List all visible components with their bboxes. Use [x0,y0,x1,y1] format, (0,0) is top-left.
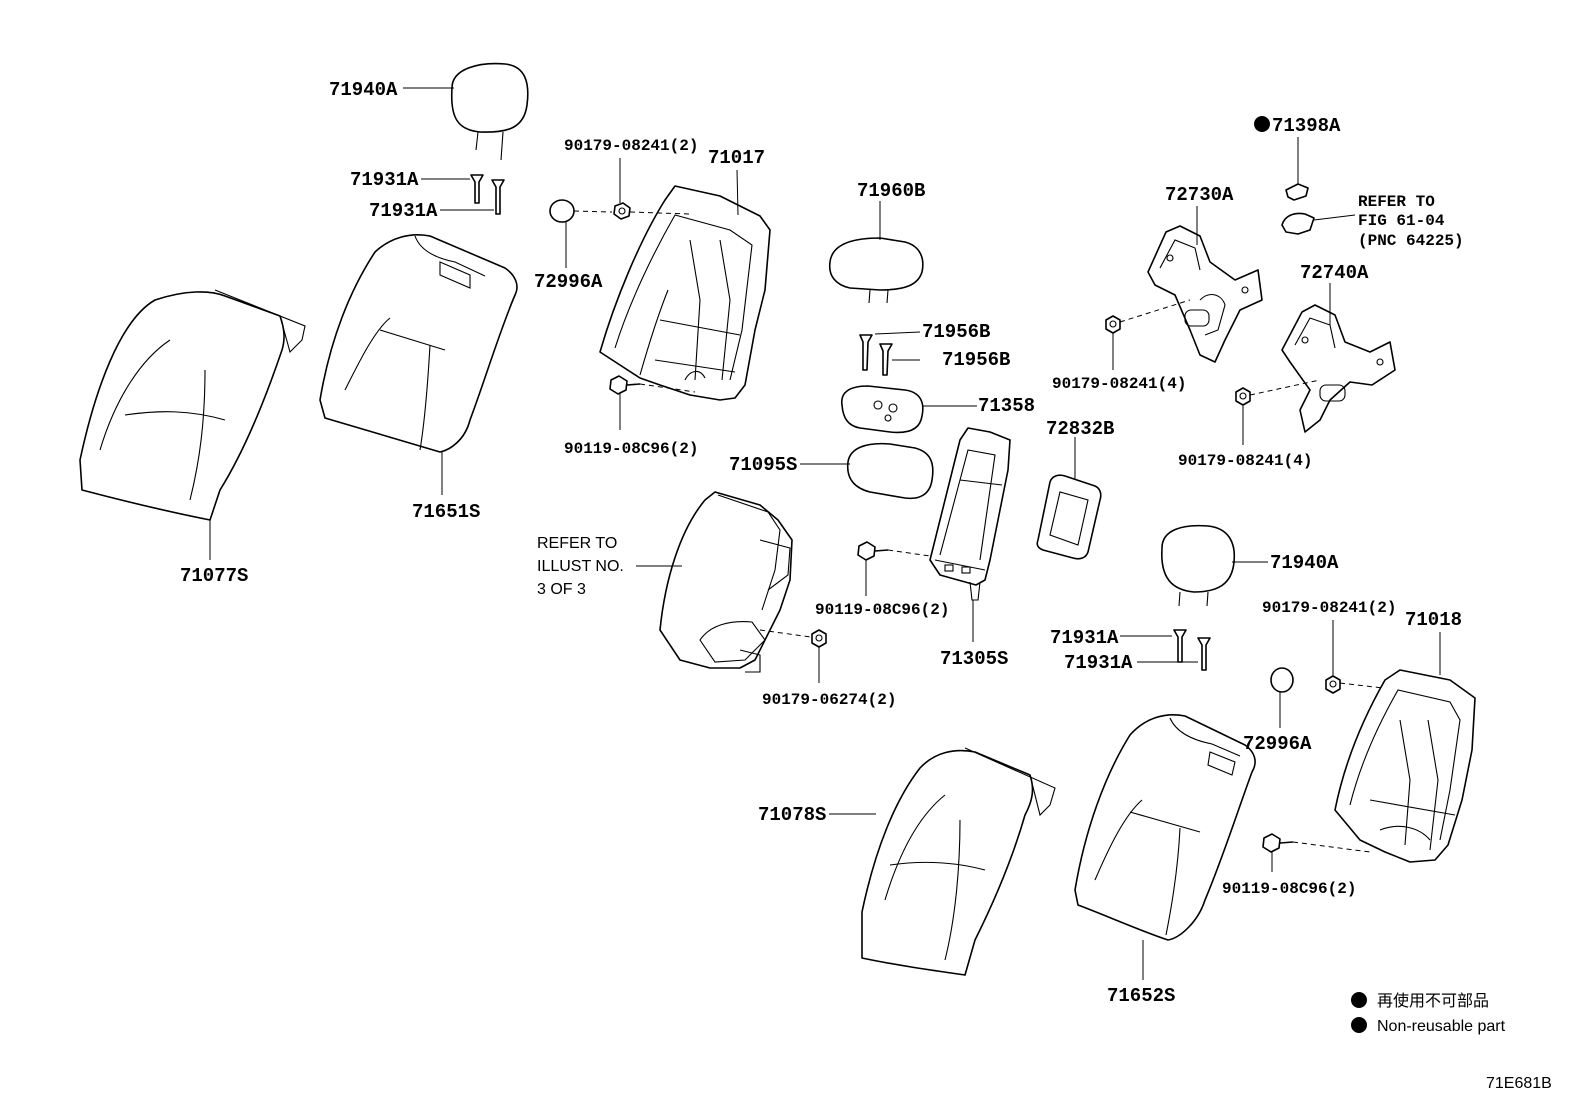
seat-frame-right [1334,669,1476,863]
label-71956B-b: 71956B [942,349,1010,371]
legend-jp-text: 再使用不可部品 [1377,992,1489,1010]
label-71078S: 71078S [758,804,826,826]
bolt-frame-right [1262,833,1371,853]
legend-bullet-icon [1351,992,1367,1008]
label-71940A-left: 71940A [329,79,398,101]
seat-frame-left [599,185,771,401]
label-72832B: 72832B [1046,418,1114,440]
seatback-pad-right [1074,714,1256,941]
label-71940A-right: 71940A [1270,552,1339,574]
headrest-right-pins [1173,629,1211,671]
label-71931A-left-b: 71931A [369,200,438,222]
label-71931A-right-b: 71931A [1064,652,1133,674]
seatback-cover-right [861,747,1056,976]
label-nut-lock-a: 90179-08241(4) [1052,375,1186,393]
label-71960B: 71960B [857,180,925,202]
label-nut-armrest: 90179-06274(2) [762,691,896,709]
label-71018: 71018 [1405,609,1462,631]
refer-armrest-line3: 3 OF 3 [537,581,586,598]
label-71095S: 71095S [729,454,797,476]
leader-lines [209,87,1441,980]
headrest-right [1161,524,1236,607]
diagram-code: 71E681B [1486,1075,1552,1092]
headrest-left-pins [470,174,505,215]
label-71305S: 71305S [940,648,1008,670]
label-nut-lock-b: 90179-08241(4) [1178,452,1312,470]
label-71652S: 71652S [1107,985,1175,1007]
armrest-bracket [929,427,1011,601]
lock-assembly-a [1119,225,1263,363]
armrest-cover [846,442,934,500]
headrest-left [450,62,529,161]
legend-en-text: Non-reusable part [1377,1018,1506,1035]
lock-assembly-b [1249,304,1396,433]
label-71956B-a: 71956B [922,321,990,343]
refer-armrest-line1: REFER TO [537,535,617,552]
label-71398A: 71398A [1272,115,1341,137]
label-71931A-right-a: 71931A [1050,627,1119,649]
legend-bullet-icon [1351,1017,1367,1033]
label-71077S: 71077S [180,565,248,587]
non-reusable-mark-icon [1254,116,1270,132]
nut-armrest [811,629,827,648]
clip [1281,183,1315,235]
bolt-arm-bracket [857,541,931,561]
refer-armrest-line2: ILLUST NO. [537,558,624,575]
legend: 再使用不可部品 Non-reusable part [1351,992,1506,1035]
label-72730A: 72730A [1165,184,1234,206]
bolt-frame-left [609,375,696,395]
nut-lock-a [1105,315,1121,334]
label-71017: 71017 [708,147,765,169]
refer-fig-line2: FIG 61-04 [1358,212,1445,230]
armrest-assembly [659,491,819,673]
seatback-pad-left [319,234,518,453]
label-bolt-arm-bracket: 90119-08C96(2) [815,601,949,619]
nut-frame-left [613,202,691,220]
plate [1036,474,1102,560]
label-nut-frame-left: 90179-08241(2) [564,137,698,155]
label-72740A: 72740A [1300,262,1369,284]
label-72996A-left: 72996A [534,271,603,293]
label-71931A-left-a: 71931A [350,169,419,191]
refer-fig-line3: (PNC 64225) [1358,232,1464,250]
nut-lock-b [1235,387,1251,406]
cap-left [549,199,613,223]
headrest-center-pins [859,334,893,376]
bezel [841,385,924,434]
label-nut-frame-right: 90179-08241(2) [1262,599,1396,617]
headrest-center [828,237,924,304]
label-71651S: 71651S [412,501,480,523]
nut-frame-right [1325,675,1341,694]
label-bolt-frame-left: 90119-08C96(2) [564,440,698,458]
refer-fig-line1: REFER TO [1358,193,1435,211]
cap-right [1270,667,1401,693]
label-72996A-right: 72996A [1243,733,1312,755]
label-71358: 71358 [978,395,1035,417]
seatback-cover-left [79,289,306,521]
label-bolt-frame-right: 90119-08C96(2) [1222,880,1356,898]
